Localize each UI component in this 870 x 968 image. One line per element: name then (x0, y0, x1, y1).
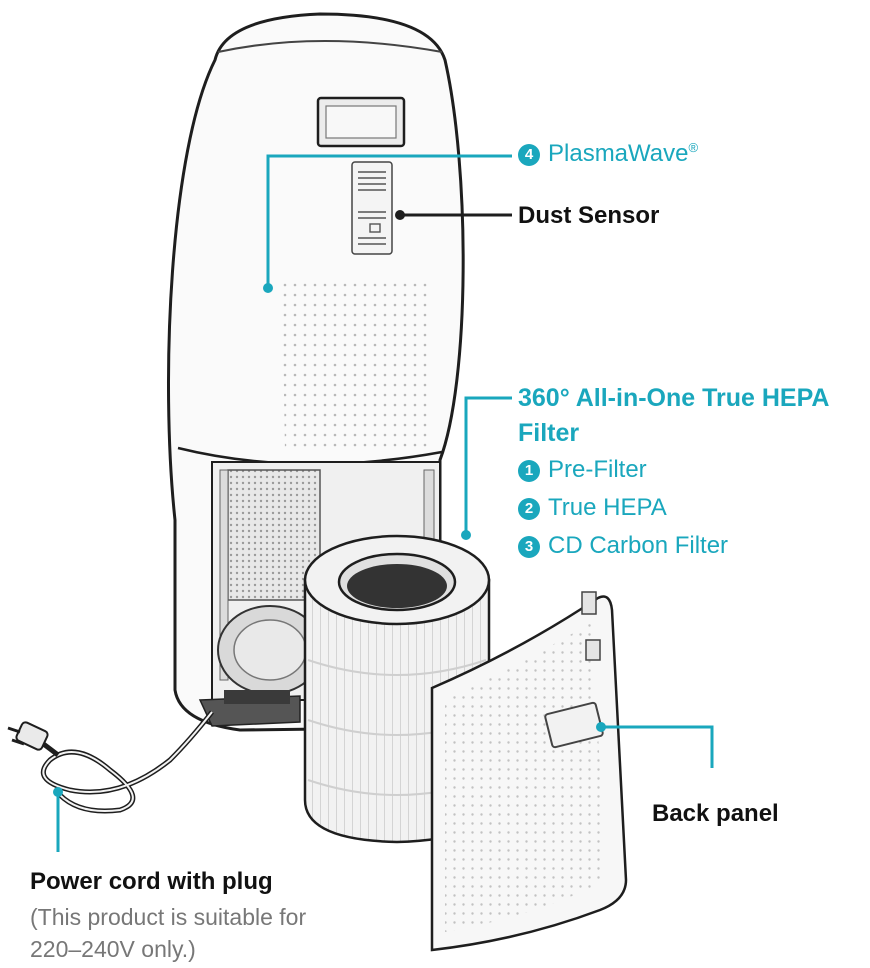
filter-title-line1: 360° All-in-One True HEPA (518, 384, 830, 412)
number-badge-1: 1 (518, 460, 540, 482)
filter-item-text: True HEPA (548, 494, 667, 521)
power-cord (7, 710, 214, 814)
dust-sensor-dot (395, 210, 405, 220)
plasmawave-label: 4 PlasmaWave® (518, 140, 698, 168)
dust-sensor-label: Dust Sensor (518, 202, 660, 229)
power-cord-note-line2: 220–240V only.) (30, 936, 196, 962)
number-badge-4: 4 (518, 144, 540, 166)
number-badge-2: 2 (518, 498, 540, 520)
back-panel (430, 591, 628, 952)
back-panel-label: Back panel (652, 800, 779, 827)
filter-item-text: Pre-Filter (548, 456, 647, 483)
filter-item-text: CD Carbon Filter (548, 532, 729, 559)
leader-dots (53, 283, 606, 797)
power-cord-label: Power cord with plug (30, 868, 273, 895)
registered-mark: ® (688, 140, 699, 155)
power-cord-note-line1: (This product is suitable for (30, 904, 307, 930)
number-badge-3: 3 (518, 536, 540, 558)
leader-lines (56, 154, 714, 852)
filter-item-true-hepa: 2 True HEPA (518, 494, 667, 522)
filter-item-carbon: 3 CD Carbon Filter (518, 532, 728, 560)
filter-title-line2: Filter (518, 419, 580, 447)
plasmawave-text: PlasmaWave (548, 140, 689, 167)
filter-item-pre-filter: 1 Pre-Filter (518, 456, 647, 484)
